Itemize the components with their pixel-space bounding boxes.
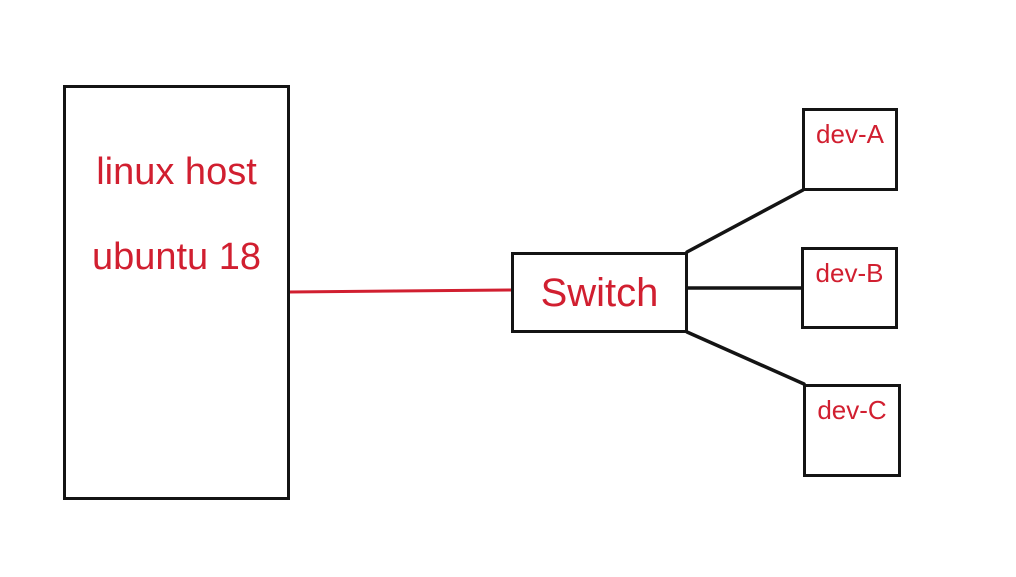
switch-label: Switch xyxy=(540,270,659,315)
dev-b-label: dev-B xyxy=(815,258,884,288)
dev-c-label: dev-C xyxy=(817,395,887,425)
node-dev-b: dev-B xyxy=(801,247,898,329)
edge-host-switch xyxy=(287,288,515,294)
host-label-line1: linux host xyxy=(96,151,257,193)
host-label-line2: ubuntu 18 xyxy=(91,236,262,278)
edge-switch-dev-c xyxy=(685,330,806,386)
node-dev-a: dev-A xyxy=(802,108,898,191)
edge-switch-dev-a xyxy=(685,188,805,254)
dev-a-label: dev-A xyxy=(816,119,884,149)
node-dev-c: dev-C xyxy=(803,384,901,477)
node-linux-host: linux host ubuntu 18 xyxy=(63,85,290,500)
node-switch: Switch xyxy=(511,252,688,333)
